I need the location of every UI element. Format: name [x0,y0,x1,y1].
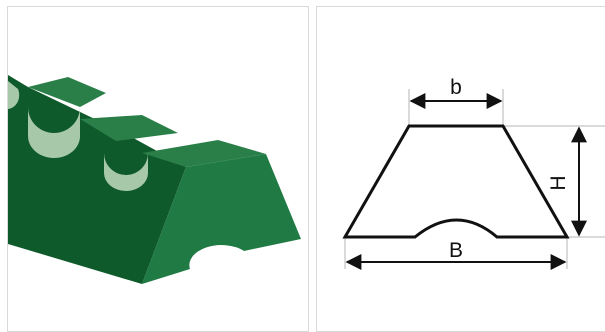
belt-front-face [8,75,186,284]
belt-bottom-arch [189,245,308,331]
trapezoid-cross-section [342,124,570,239]
cross-section-drawing: b B H [342,76,605,270]
belt-notch-1 [27,107,80,159]
label-bb: B [449,239,463,262]
belt-notch-edge [8,81,20,109]
belt-top-ridge-1 [28,77,106,107]
belt-side-face [142,154,301,284]
label-h: H [547,175,570,190]
belt-top-ridge-2 [80,115,178,141]
cross-section-panel: b B H [316,6,605,332]
belt-3d-illustration [8,75,308,331]
belt-3d-view-panel [7,6,309,332]
belt-top-ridge-3 [142,140,266,167]
label-b: b [450,76,462,99]
belt-notch-2 [104,153,148,191]
